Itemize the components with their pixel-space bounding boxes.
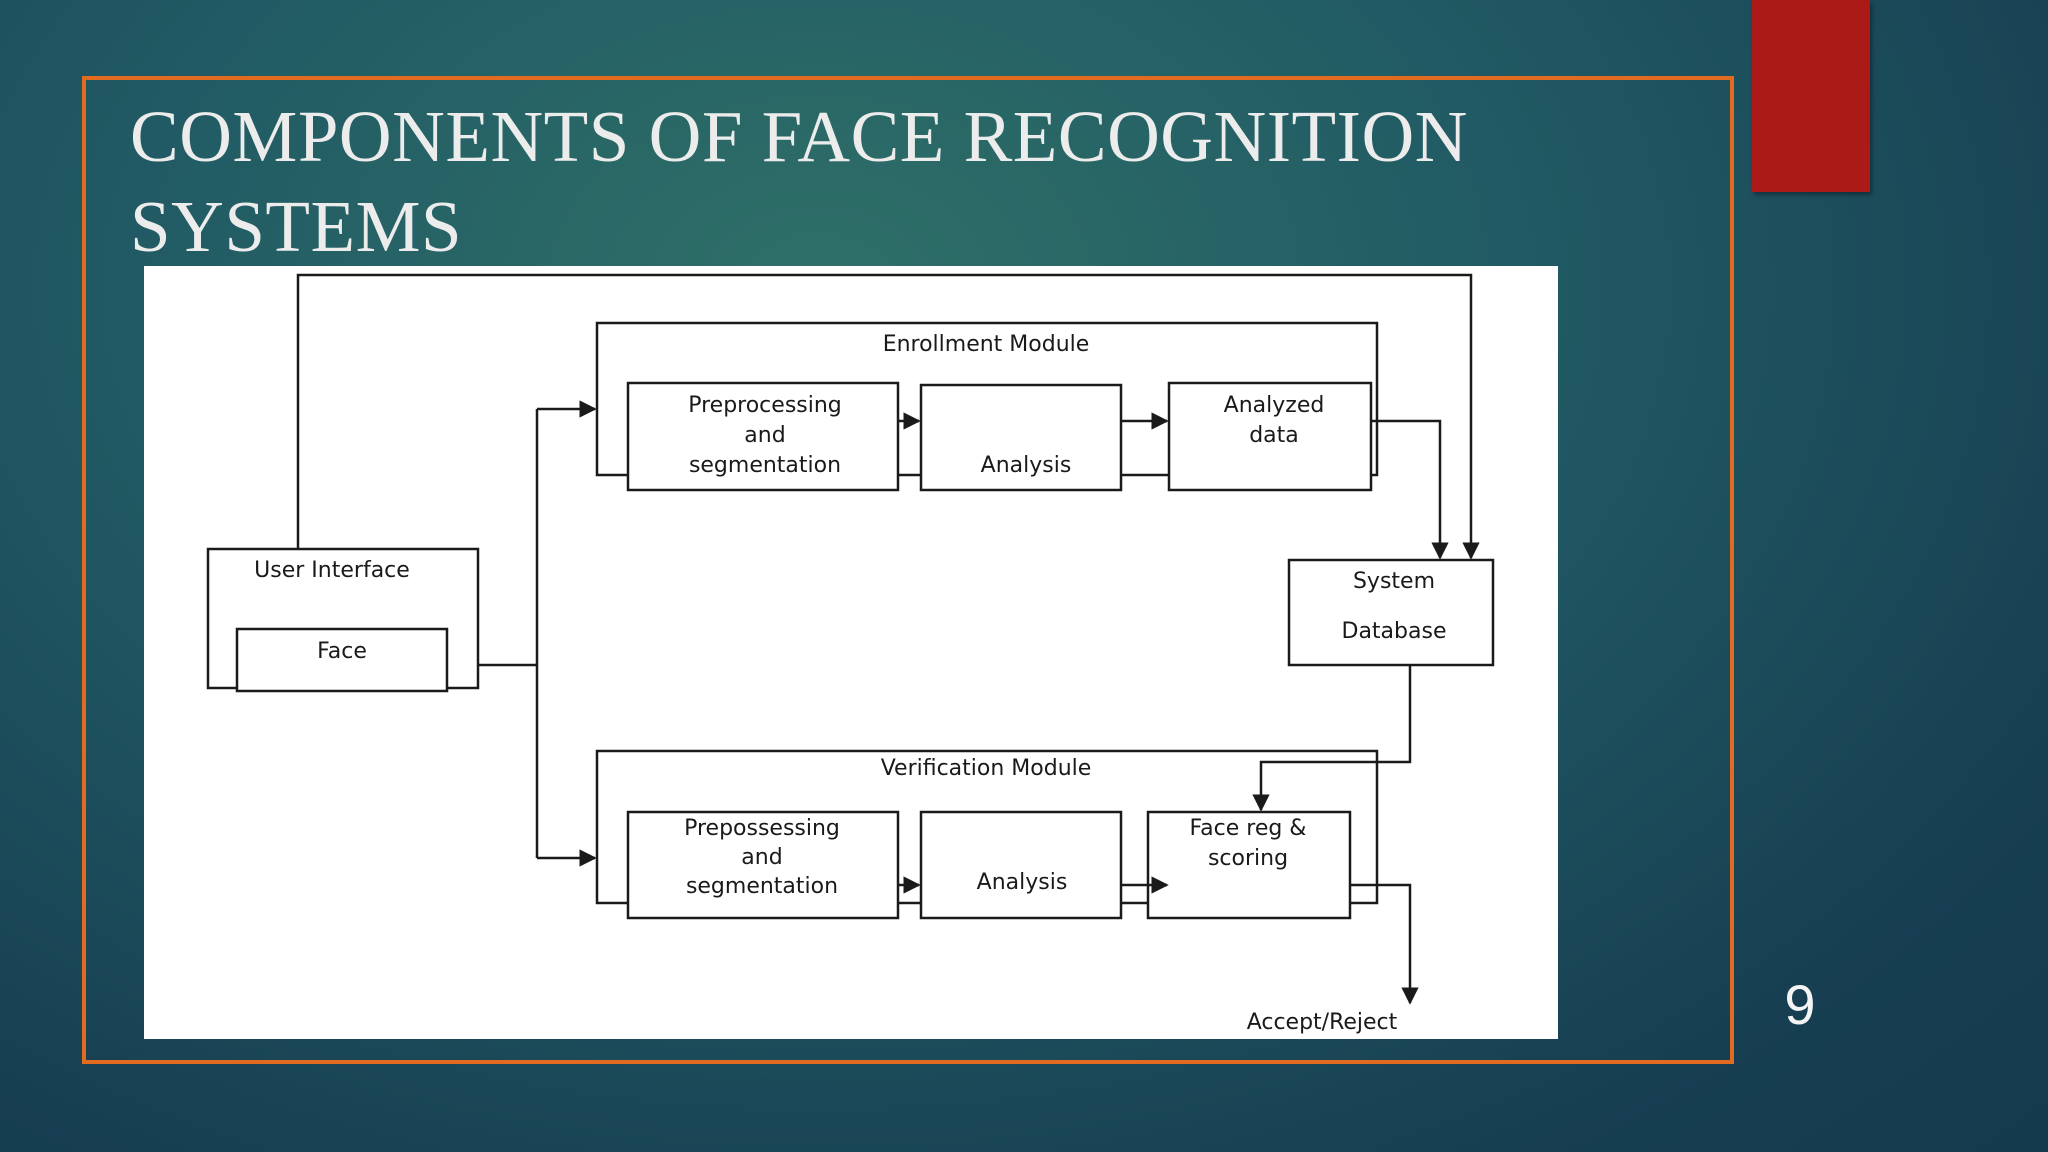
slide-number: 9 bbox=[1784, 973, 1816, 1036]
enroll-analysis-box bbox=[919, 383, 1123, 492]
face-reg-scoring-label-1: Face reg & bbox=[1190, 816, 1307, 841]
verify-analysis-box bbox=[919, 810, 1123, 920]
arrow-database-to-scoring bbox=[1252, 665, 1412, 812]
arrow-to-accept-reject bbox=[1350, 883, 1419, 1005]
face-label: Face bbox=[317, 639, 367, 664]
accent-tab bbox=[1752, 0, 1870, 192]
face-box bbox=[235, 627, 449, 693]
enrollment-module-label: Enrollment Module bbox=[883, 332, 1090, 357]
verify-preprocessing-label-2: and bbox=[741, 845, 782, 870]
analyzed-data-label-2: data bbox=[1249, 423, 1299, 448]
verify-preprocessing-label-1: Prepossessing bbox=[684, 816, 840, 841]
analyzed-data-label-1: Analyzed bbox=[1224, 393, 1325, 418]
enroll-preprocessing-label-1: Preprocessing bbox=[688, 393, 842, 418]
arrow-data-to-database bbox=[1371, 419, 1449, 560]
verify-analysis-label: Analysis bbox=[977, 870, 1068, 895]
slide-frame bbox=[82, 76, 1734, 1064]
user-interface-label: User Interface bbox=[254, 558, 410, 583]
system-database-label-1: System bbox=[1353, 569, 1435, 594]
face-reg-scoring-label-2: scoring bbox=[1208, 846, 1288, 871]
arrow-ui-to-database bbox=[296, 273, 1480, 560]
face-reg-scoring-box bbox=[1146, 810, 1352, 920]
enroll-preprocessing-box bbox=[626, 381, 900, 492]
verification-module-label: Verification Module bbox=[881, 756, 1092, 781]
diagram-panel: Enrollment Module Verification Module Us… bbox=[144, 266, 1558, 1039]
system-database-label-2: Database bbox=[1342, 619, 1447, 644]
enroll-preprocessing-label-2: and bbox=[744, 423, 785, 448]
title-line-1: COMPONENTS OF FACE RECOGNITION bbox=[130, 96, 1468, 177]
system-database-box bbox=[1287, 558, 1495, 667]
slide-title: COMPONENTS OF FACE RECOGNITION SYSTEMS bbox=[130, 92, 1630, 272]
analyzed-data-box bbox=[1167, 381, 1373, 492]
face-recognition-diagram: Enrollment Module Verification Module Us… bbox=[206, 273, 1495, 1035]
verify-preprocessing-label-3: segmentation bbox=[686, 874, 838, 899]
title-line-2: SYSTEMS bbox=[130, 186, 463, 267]
accept-reject-label: Accept/Reject bbox=[1247, 1010, 1398, 1035]
enroll-analysis-label: Analysis bbox=[981, 453, 1072, 478]
enroll-preprocessing-label-3: segmentation bbox=[689, 453, 841, 478]
verify-preprocessing-box bbox=[626, 810, 900, 920]
